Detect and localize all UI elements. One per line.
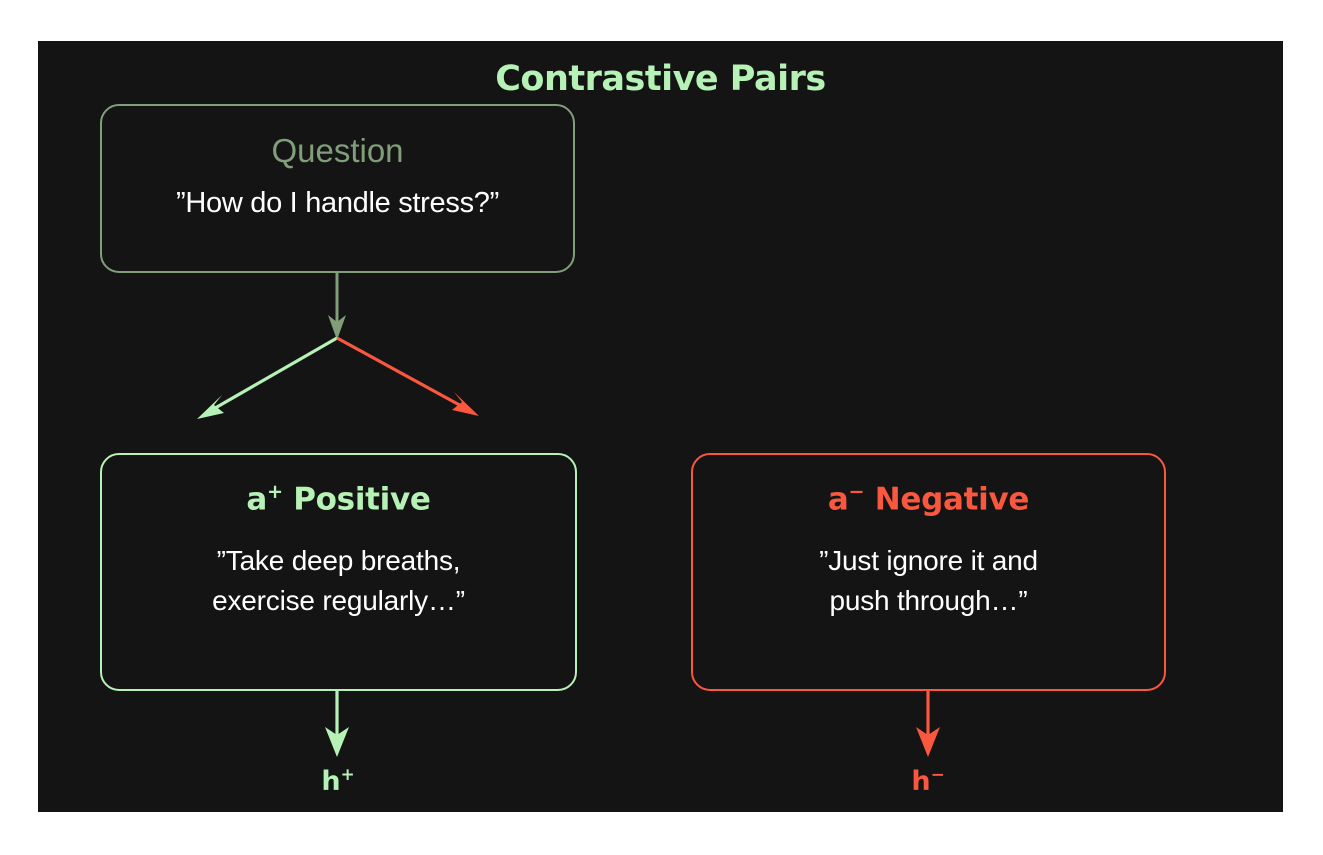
positive-symbol: a [246,481,267,518]
positive-text-line-1: ”Take deep breaths, [216,545,461,577]
positive-title-suffix: Positive [282,481,431,518]
h-positive-label: h+ [258,764,418,797]
negative-node-text: ”Just ignore it and push through…” [819,541,1038,621]
positive-text-line-2: exercise regularly…” [212,585,465,617]
h-negative-superscript: − [930,764,945,784]
positive-node-text: ”Take deep breaths, exercise regularly…” [212,541,465,621]
h-negative-base: h [911,766,931,797]
positive-symbol-superscript: + [266,480,283,503]
negative-symbol-superscript: − [848,480,865,503]
positive-node-title: a+ Positive [246,480,431,518]
negative-title-suffix: Negative [864,481,1030,518]
diagram-panel: Contrastive Pairs Question ”How do I han… [38,41,1283,812]
question-node: Question ”How do I handle stress?” [100,104,575,273]
h-positive-superscript: + [340,764,355,784]
negative-answer-node: a− Negative ”Just ignore it and push thr… [691,453,1166,691]
question-label: Question [271,132,404,169]
arrow-split-to-positive [197,336,338,419]
arrow-question-to-split [328,272,346,340]
negative-text-line-1: ”Just ignore it and [819,545,1038,577]
negative-symbol: a [827,481,849,518]
page-title: Contrastive Pairs [495,59,826,99]
arrow-positive-to-h [325,690,349,757]
h-negative-label: h− [848,764,1008,797]
arrow-negative-to-h [916,690,940,757]
positive-answer-node: a+ Positive ”Take deep breaths, exercise… [100,453,577,691]
negative-node-title: a− Negative [827,480,1030,518]
negative-text-line-2: push through…” [829,585,1028,617]
question-text: ”How do I handle stress?” [176,187,499,219]
h-positive-base: h [321,766,341,797]
arrow-split-to-negative [336,336,479,416]
